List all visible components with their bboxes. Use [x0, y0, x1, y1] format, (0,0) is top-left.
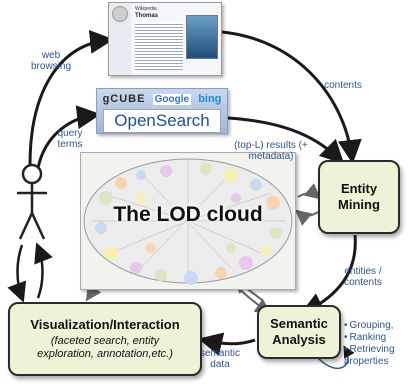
engine-logos-row: gCUBE Google bing — [97, 89, 227, 109]
label-web-browsing: web browsing — [30, 50, 72, 72]
search-engines-panel: gCUBE Google bing OpenSearch — [96, 88, 228, 134]
semantic-analysis-bullets: Grouping, Ranking Retrieving properties — [344, 320, 408, 368]
arrow-user-down — [7, 244, 27, 303]
label-results: (top-L) results (+ metadata) — [234, 140, 308, 162]
visualization-subtitle: (faceted search, entity exploration, ann… — [37, 335, 173, 360]
wiki-title: Wikipedia — [135, 6, 157, 12]
label-entities-contents: entities / contents — [344, 266, 382, 288]
bullet-item: Ranking — [344, 332, 408, 344]
wiki-text-lines — [135, 22, 183, 70]
semantic-analysis-title: Semantic Analysis — [270, 316, 328, 347]
browser-sidebar — [109, 3, 131, 75]
bing-logo: bing — [198, 93, 222, 105]
user-icon — [17, 163, 47, 240]
arrow-user-to-search — [36, 105, 101, 169]
label-contents: contents — [324, 80, 362, 91]
label-query-terms: query terms — [57, 128, 83, 150]
entity-mining-box: Entity Mining — [318, 160, 400, 234]
semantic-analysis-box: Semantic Analysis — [257, 305, 341, 359]
visualization-title: Visualization/Interaction — [30, 317, 180, 332]
browser-screenshot: Wikipedia Thomas — [108, 2, 222, 76]
google-logo: Google — [152, 93, 192, 105]
arrow-mining-to-lod — [294, 209, 319, 226]
lod-graph — [83, 158, 293, 285]
lod-cloud-image: The LOD cloud — [80, 152, 296, 290]
arrow-browser-to-mining — [221, 30, 362, 164]
gcube-logo: gCUBE — [102, 93, 146, 105]
opensearch-title: OpenSearch — [103, 109, 221, 133]
lod-title: The LOD cloud — [113, 203, 263, 226]
arrow-user-to-browser — [28, 29, 114, 166]
visualization-box: Visualization/Interaction (faceted searc… — [8, 302, 202, 376]
arrow-lod-to-mining — [297, 183, 322, 200]
label-semantic-data: semantic data — [200, 348, 241, 370]
arrow-semantic-to-visualization — [198, 332, 256, 356]
bullet-item: Grouping, — [344, 320, 408, 332]
bullet-item: Retrieving properties — [344, 344, 408, 368]
arrow-search-to-mining — [227, 116, 345, 165]
wiki-image — [186, 15, 218, 59]
wiki-heading: Thomas — [135, 13, 159, 19]
wikipedia-logo-icon — [112, 6, 128, 22]
arrow-user-up — [34, 242, 53, 299]
entity-mining-title: Entity Mining — [338, 181, 380, 212]
